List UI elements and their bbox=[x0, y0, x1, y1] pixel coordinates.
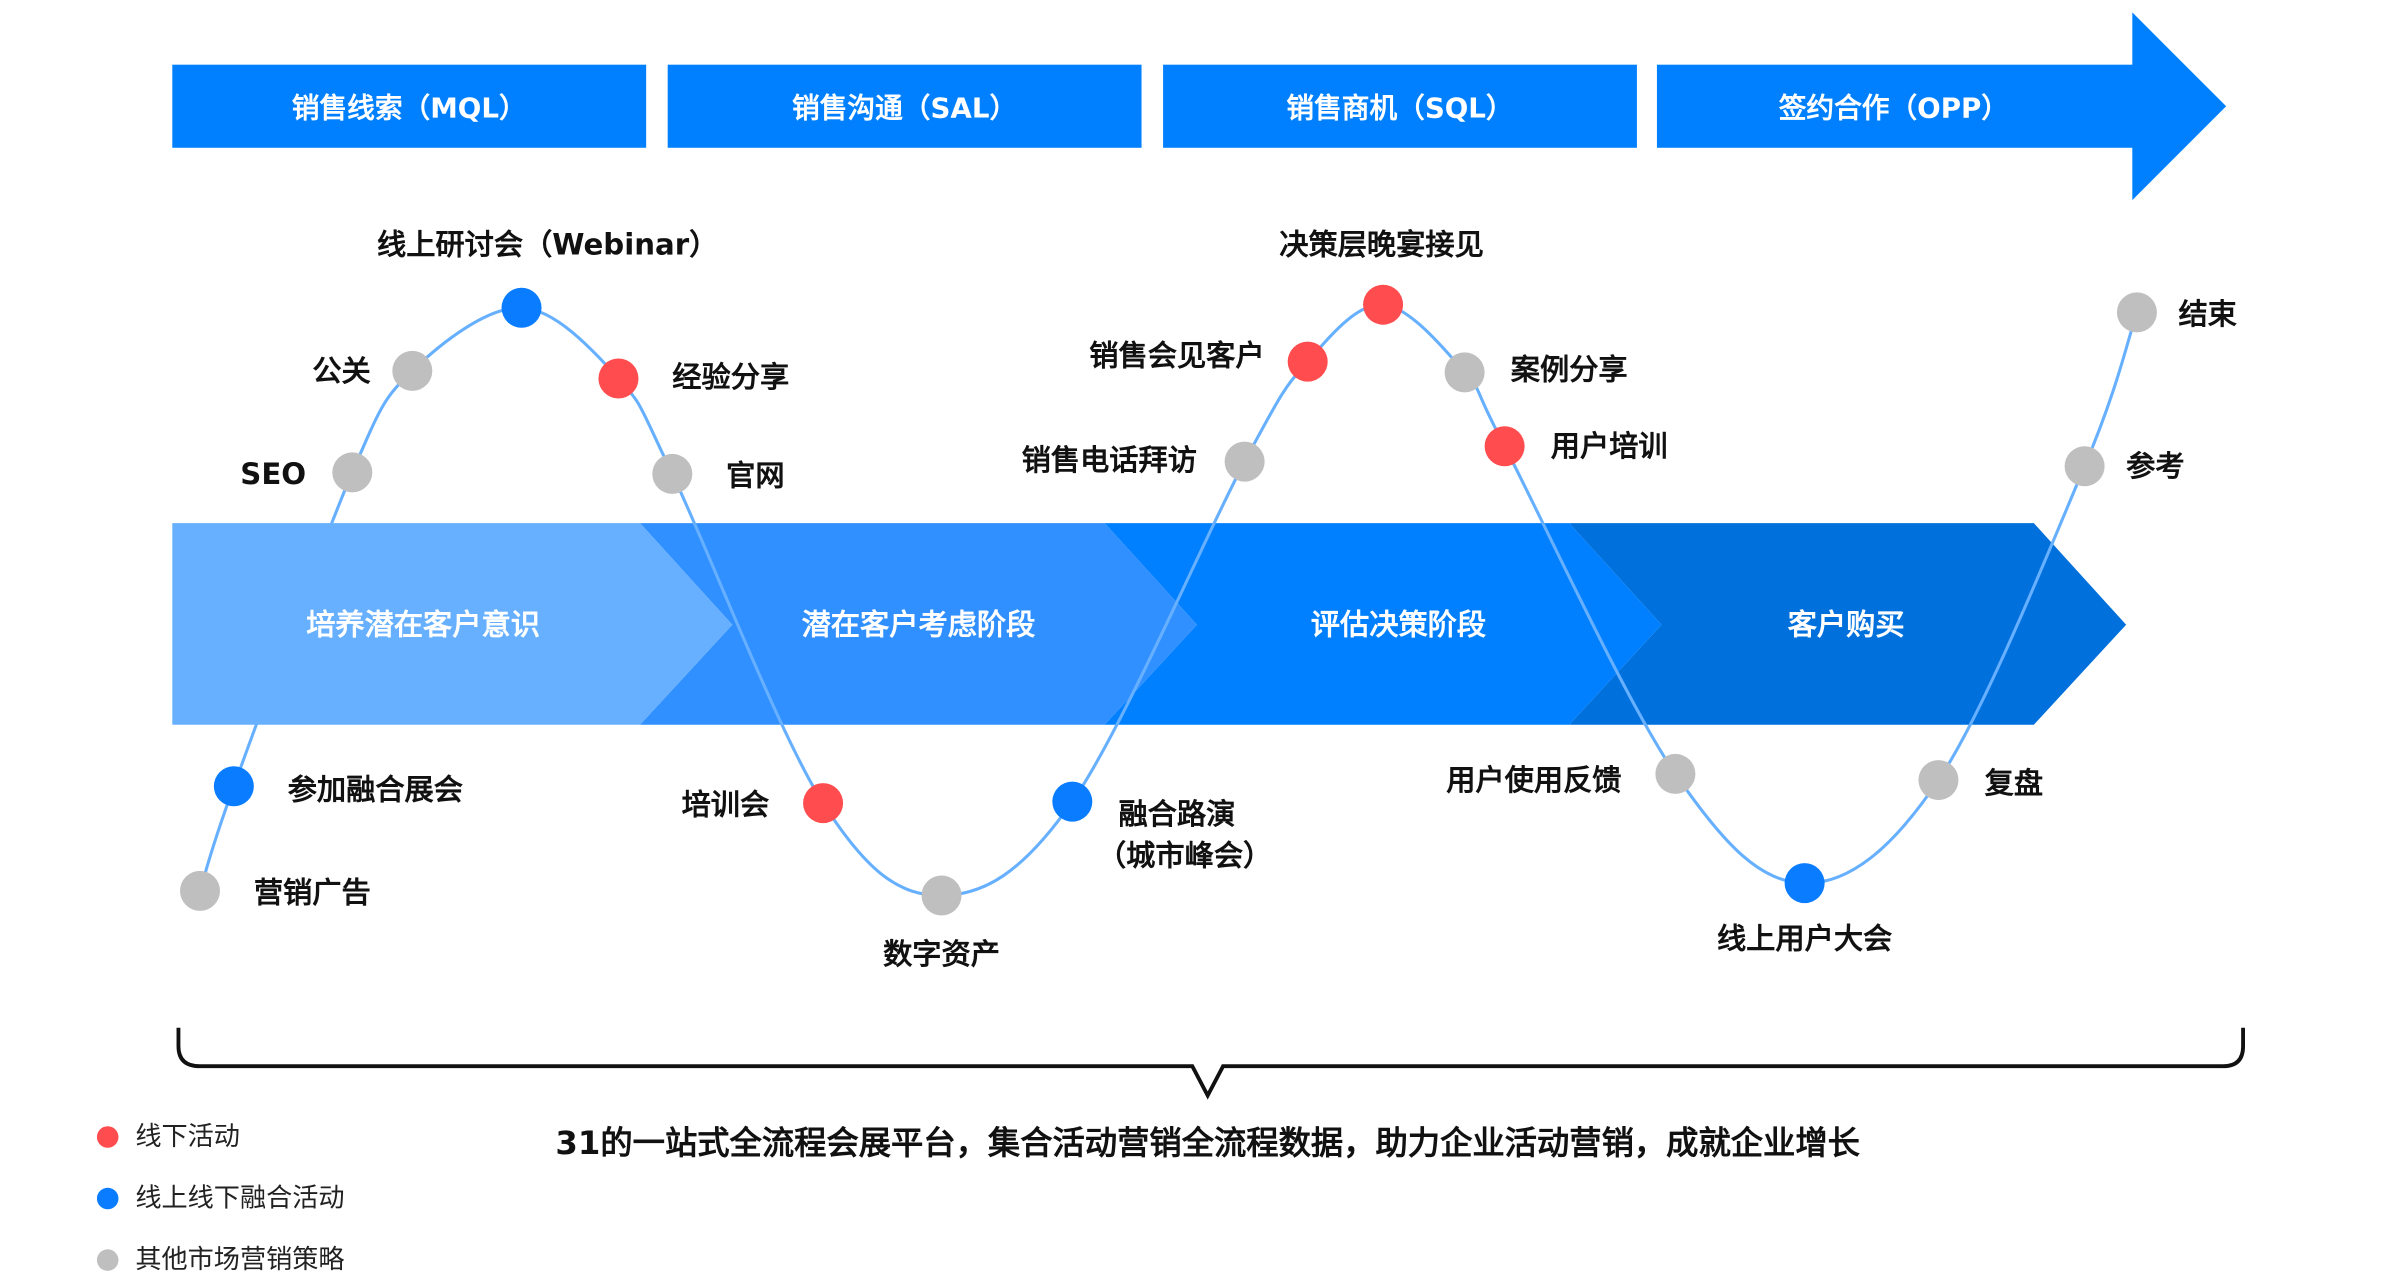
point-dot-offline-icon bbox=[598, 358, 639, 399]
point-dot-hybrid-icon bbox=[1052, 781, 1093, 822]
point-dot-other-icon bbox=[1918, 760, 1959, 801]
point-label: 结束 bbox=[2178, 297, 2237, 331]
point-dot-hybrid-icon bbox=[213, 766, 254, 807]
point-label: 培训会 bbox=[682, 788, 770, 822]
point-label: 线上研讨会（Webinar） bbox=[377, 228, 718, 262]
point-dot-other-icon bbox=[1444, 352, 1485, 393]
point-label: 官网 bbox=[726, 458, 784, 492]
point-dot-offline-icon bbox=[1484, 426, 1525, 467]
point-label: 融合路演 bbox=[1118, 797, 1235, 831]
legend-label: 线上线下融合活动 bbox=[135, 1184, 344, 1214]
stage-label: 销售沟通（SAL） bbox=[792, 91, 1017, 124]
legend-label: 线下活动 bbox=[135, 1122, 240, 1152]
legend-dot-offline-icon bbox=[96, 1126, 119, 1148]
point-dot-other-icon bbox=[180, 870, 220, 911]
point-label: 用户培训 bbox=[1551, 429, 1668, 463]
stage-label: 销售线索（MQL） bbox=[292, 91, 527, 124]
stage-sql bbox=[1163, 64, 1637, 148]
phase-label: 潜在客户考虑阶段 bbox=[802, 608, 1037, 642]
point-labels: 营销广告 参加融合展会 SEO 公关 线上研讨会（Webinar） 经验分享 官… bbox=[240, 228, 2237, 971]
point-label: 数字资产 bbox=[883, 937, 1000, 971]
stage-mql bbox=[172, 64, 647, 148]
brace bbox=[176, 1027, 2245, 1100]
point-dot-other-icon bbox=[392, 350, 433, 391]
point-dot-offline-icon bbox=[803, 783, 844, 824]
point-dot-hybrid-icon bbox=[1784, 863, 1825, 904]
stage-opp bbox=[1656, 64, 2134, 148]
legend-dot-other-icon bbox=[96, 1249, 119, 1271]
phase-consider bbox=[640, 523, 1197, 725]
phase-label: 培养潜在客户意识 bbox=[306, 608, 540, 642]
point-label: 经验分享 bbox=[672, 360, 789, 394]
point-dot-other-icon bbox=[332, 452, 373, 493]
point-dot-other-icon bbox=[1224, 441, 1265, 482]
tagline: 31的一站式全流程会展平台，集合活动营销全流程数据，助力企业活动营销，成就企业增… bbox=[555, 1124, 1860, 1162]
point-label: 案例分享 bbox=[1511, 352, 1628, 386]
point-label: 决策层晚宴接见 bbox=[1279, 228, 1484, 262]
arrow-head-icon bbox=[2132, 12, 2227, 201]
point-label: 参考 bbox=[2126, 449, 2184, 483]
point-dot-hybrid-icon bbox=[501, 287, 542, 328]
phase-purchase bbox=[1569, 523, 2127, 725]
stage-sal bbox=[667, 64, 1142, 148]
point-dot-other-icon bbox=[1655, 753, 1696, 794]
point-label: 营销广告 bbox=[254, 875, 371, 909]
phase-label: 评估决策阶段 bbox=[1311, 608, 1487, 642]
point-dot-offline-icon bbox=[1363, 284, 1404, 325]
point-label: （城市峰会） bbox=[1097, 838, 1272, 872]
stage-label: 签约合作（OPP） bbox=[1779, 91, 2009, 124]
stage-label: 销售商机（SQL） bbox=[1286, 91, 1513, 124]
stage-bar: 销售线索（MQL） 销售沟通（SAL） 销售商机（SQL） 签约合作（OPP） bbox=[172, 12, 2227, 201]
point-label: 线上用户大会 bbox=[1717, 922, 1893, 956]
legend: 线下活动 线上线下融合活动 其他市场营销策略 bbox=[96, 1122, 345, 1274]
point-dot-offline-icon bbox=[1287, 341, 1328, 382]
phase-evaluate bbox=[1104, 523, 1662, 725]
legend-dot-hybrid-icon bbox=[96, 1187, 119, 1210]
point-label: 公关 bbox=[312, 354, 371, 388]
point-label: 用户使用反馈 bbox=[1446, 763, 1621, 797]
point-label: 参加融合展会 bbox=[288, 772, 464, 806]
point-dot-other-icon bbox=[652, 453, 693, 494]
point-label: 销售电话拜访 bbox=[1022, 443, 1197, 477]
legend-label: 其他市场营销策略 bbox=[135, 1245, 344, 1274]
point-label: SEO bbox=[240, 457, 306, 491]
point-label: 复盘 bbox=[1985, 766, 2043, 800]
phase-label: 客户购买 bbox=[1788, 608, 1905, 642]
point-label: 销售会见客户 bbox=[1089, 338, 1264, 372]
point-dot-other-icon bbox=[2064, 446, 2105, 487]
point-dot-other-icon bbox=[921, 875, 962, 916]
point-dot-other-icon bbox=[2116, 292, 2157, 333]
